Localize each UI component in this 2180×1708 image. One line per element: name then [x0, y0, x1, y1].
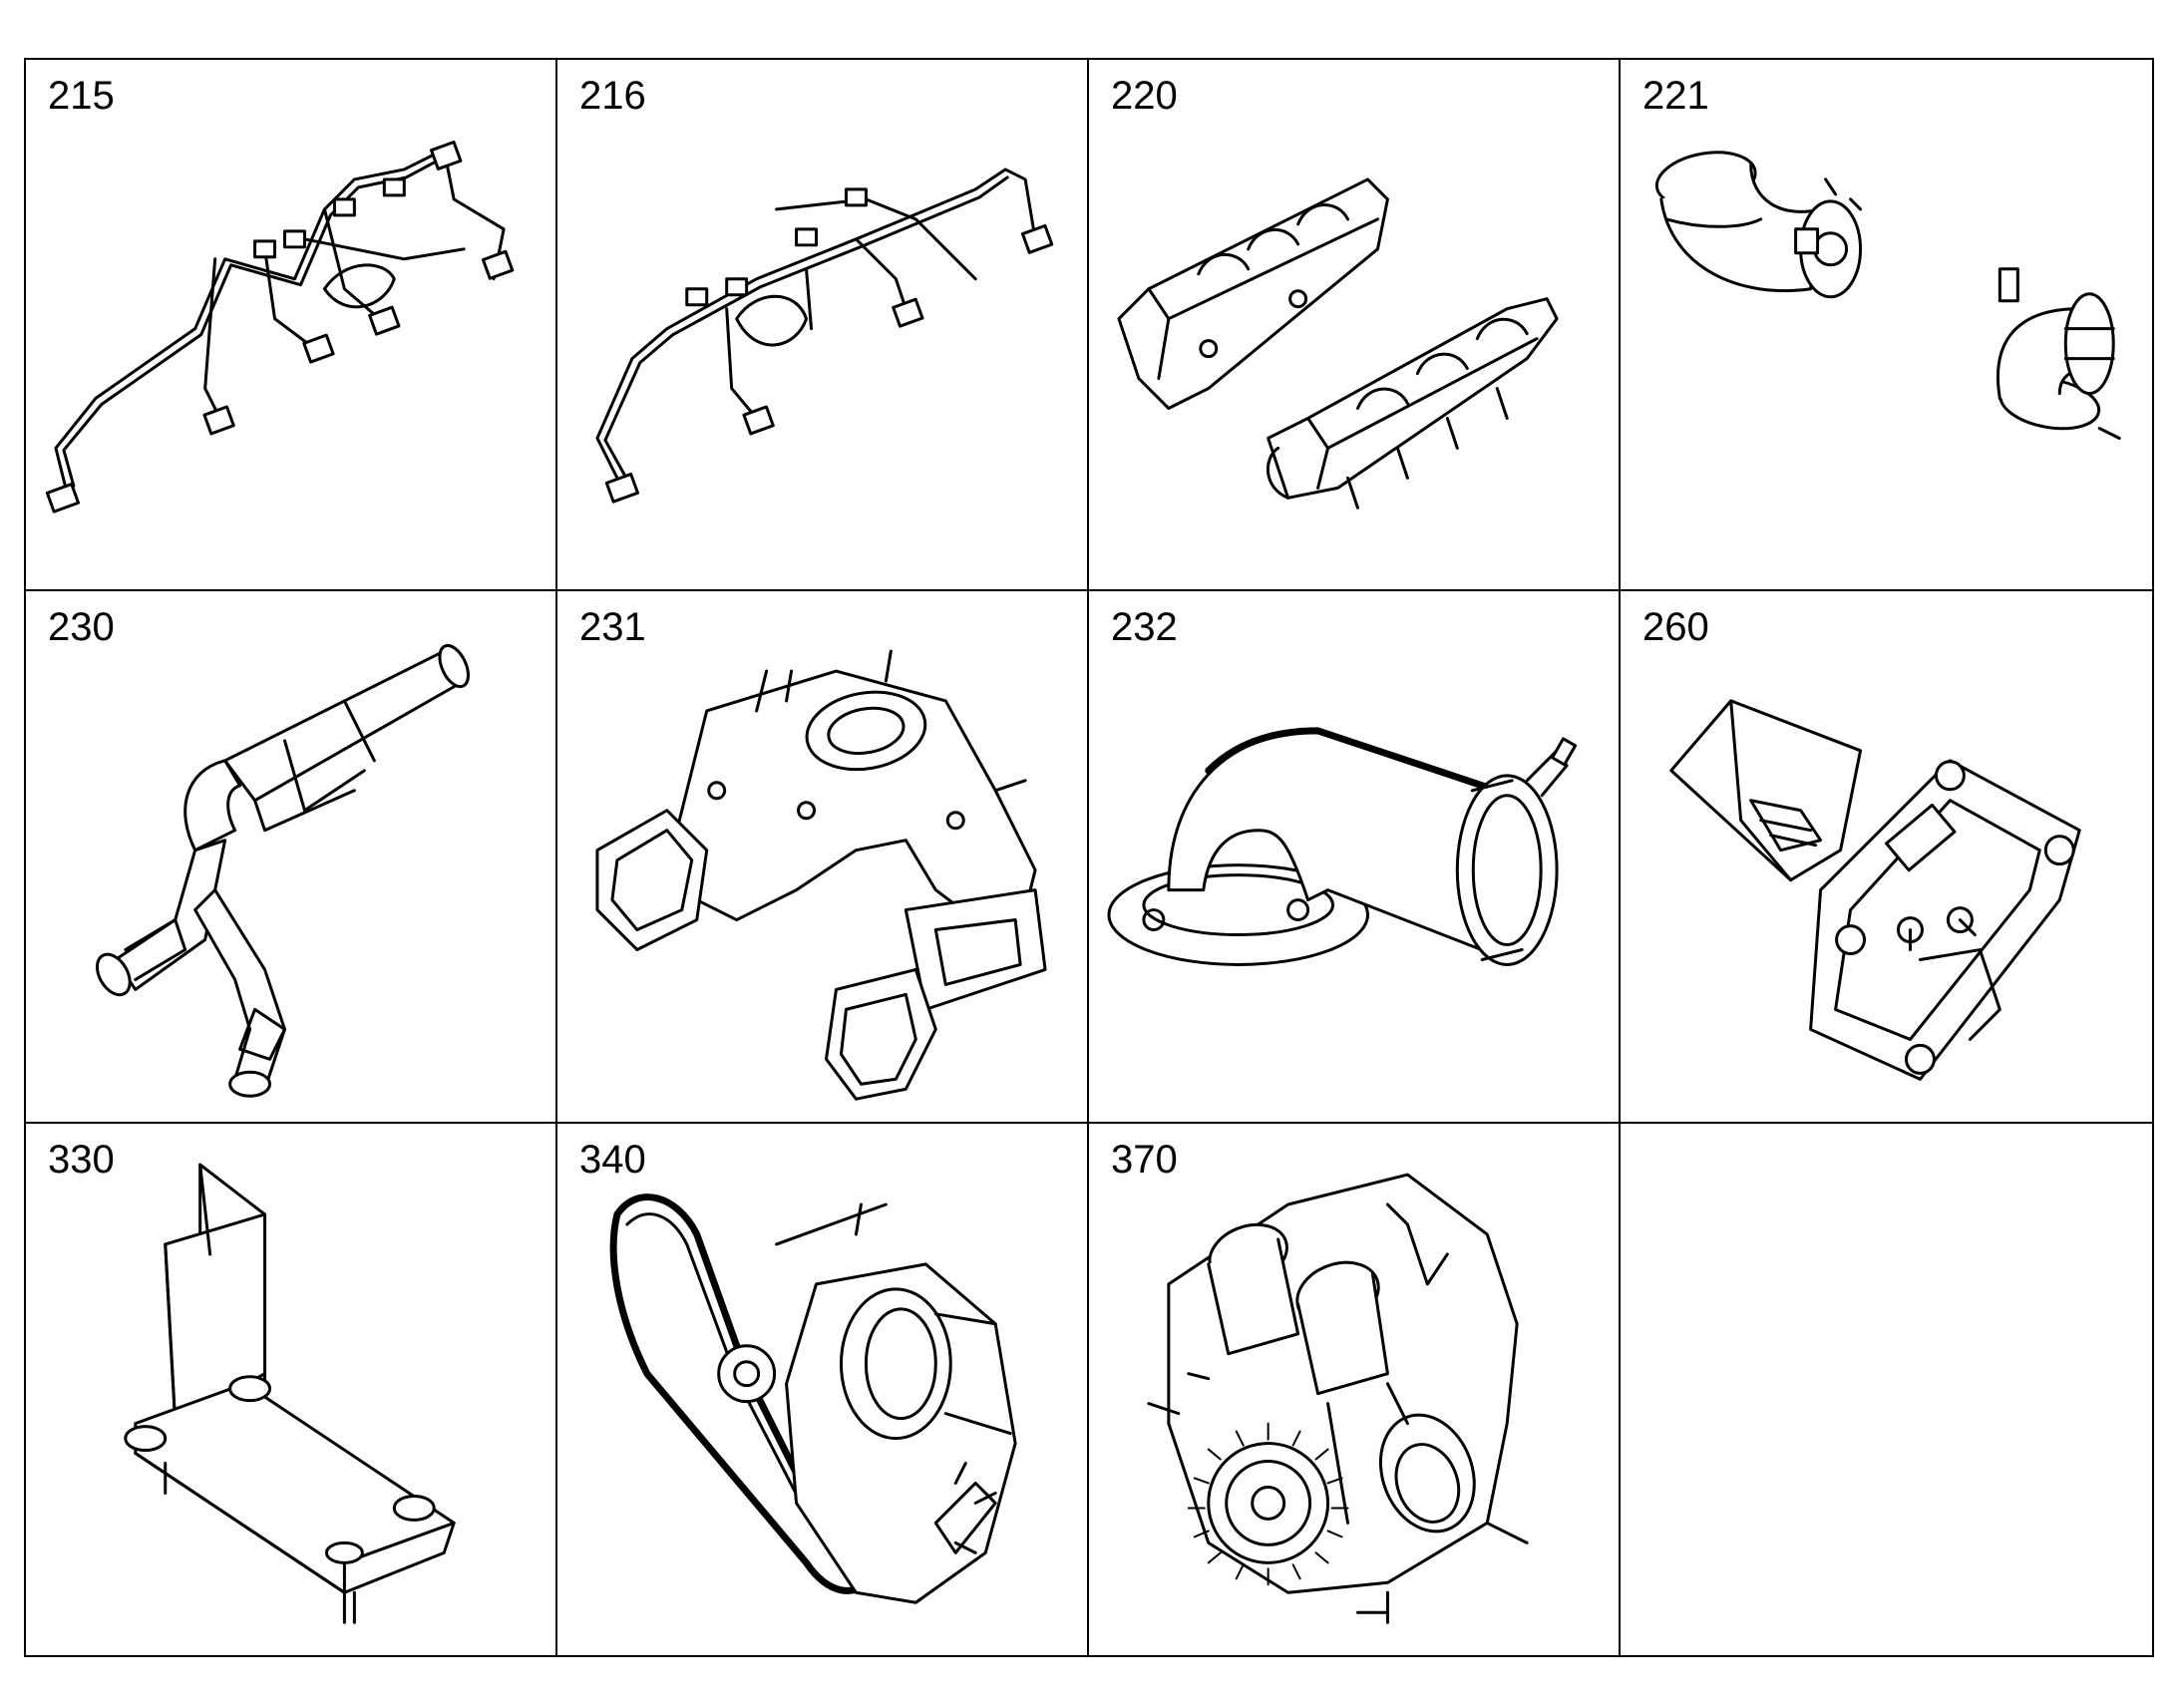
exhaust-manifold-icon: [595, 649, 1047, 1102]
part-cell-370[interactable]: 370: [1089, 1123, 1621, 1655]
part-number: 215: [48, 74, 115, 118]
support-bracket-icon: [124, 1163, 456, 1624]
fuel-injection-lines-icon: [595, 168, 1054, 504]
part-cell-340[interactable]: 340: [557, 1123, 1089, 1655]
part-cell-215[interactable]: 215: [26, 60, 557, 592]
part-cell-231[interactable]: 231: [557, 591, 1089, 1124]
intake-manifold-icon: [1117, 177, 1559, 510]
part-number: 330: [48, 1137, 115, 1182]
mounting-bracket-plate-icon: [1669, 699, 2081, 1082]
part-number: 221: [1642, 74, 1709, 118]
part-number: 260: [1642, 605, 1709, 650]
empty-cell: [1621, 1124, 2152, 1655]
belt-drive-alternator-icon: [609, 1193, 1017, 1604]
part-number: 230: [48, 605, 115, 650]
part-number: 232: [1111, 605, 1178, 650]
air-intake-elbow-icon: [1654, 151, 2121, 441]
part-number: 220: [1111, 74, 1178, 118]
part-number: 231: [579, 605, 646, 650]
fuel-injection-lines-icon: [45, 141, 515, 513]
part-cell-221[interactable]: 221: [1621, 60, 2152, 592]
part-cell-216[interactable]: 216: [557, 60, 1089, 592]
part-number: 370: [1111, 1137, 1178, 1182]
parts-grid: 215 216: [24, 58, 2154, 1657]
gear-pump-housing-icon: [1147, 1173, 1529, 1624]
part-cell-232[interactable]: 232: [1089, 591, 1621, 1124]
part-cell-230[interactable]: 230: [26, 591, 557, 1124]
part-cell-220[interactable]: 220: [1089, 60, 1621, 592]
part-number: 216: [579, 74, 646, 118]
exhaust-pipe-icon: [95, 644, 470, 1099]
elbow-pipe-with-clamp-icon: [1107, 727, 1578, 967]
part-number: 340: [579, 1137, 646, 1182]
part-cell-330[interactable]: 330: [26, 1123, 557, 1655]
part-cell-260[interactable]: 260: [1621, 591, 2152, 1124]
